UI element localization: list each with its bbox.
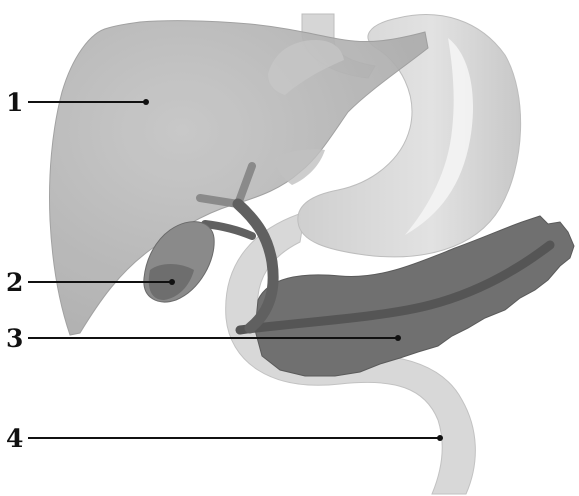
leader-dot-1 (143, 99, 149, 105)
leader-dot-3 (395, 335, 401, 341)
leader-dot-2 (169, 279, 175, 285)
label-3: 3 (6, 324, 23, 353)
label-4: 4 (6, 424, 23, 453)
label-1: 1 (6, 88, 23, 117)
leader-dot-4 (437, 435, 443, 441)
label-2: 2 (6, 268, 23, 297)
